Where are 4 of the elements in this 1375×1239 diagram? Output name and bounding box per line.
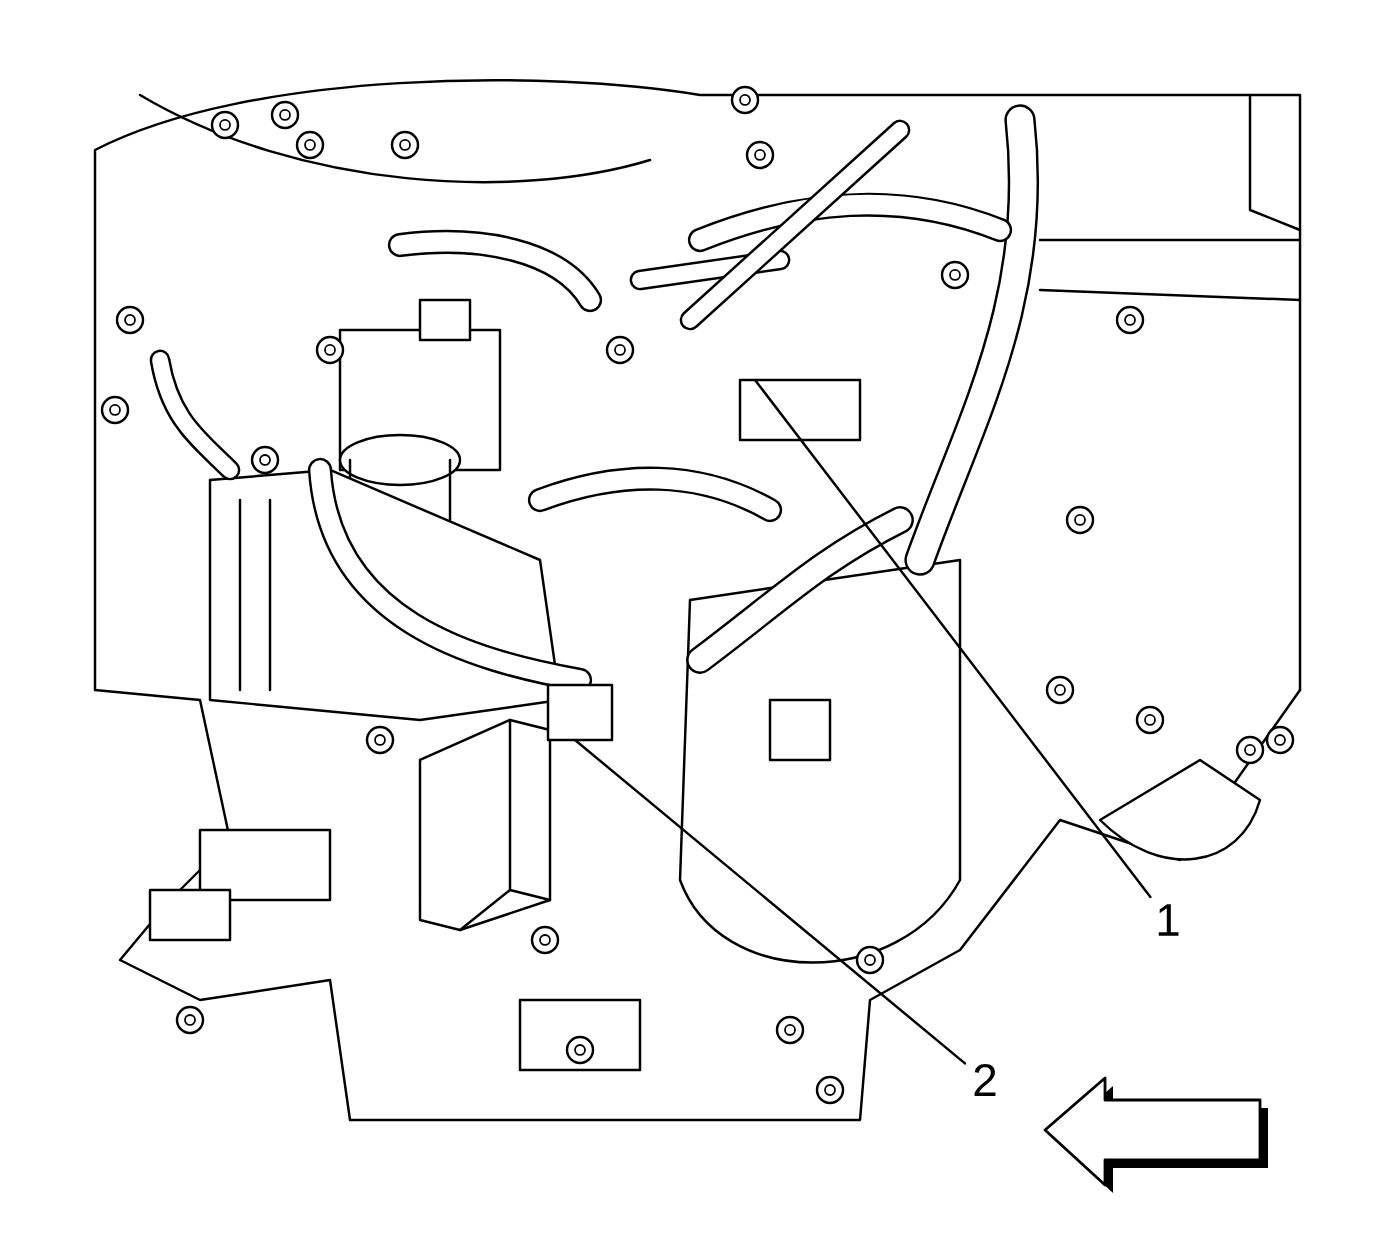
callout-number: 1 bbox=[1148, 897, 1188, 943]
leader-line bbox=[573, 738, 967, 1065]
callout-number: 2 bbox=[965, 1057, 1005, 1103]
leader-line bbox=[753, 378, 1152, 899]
